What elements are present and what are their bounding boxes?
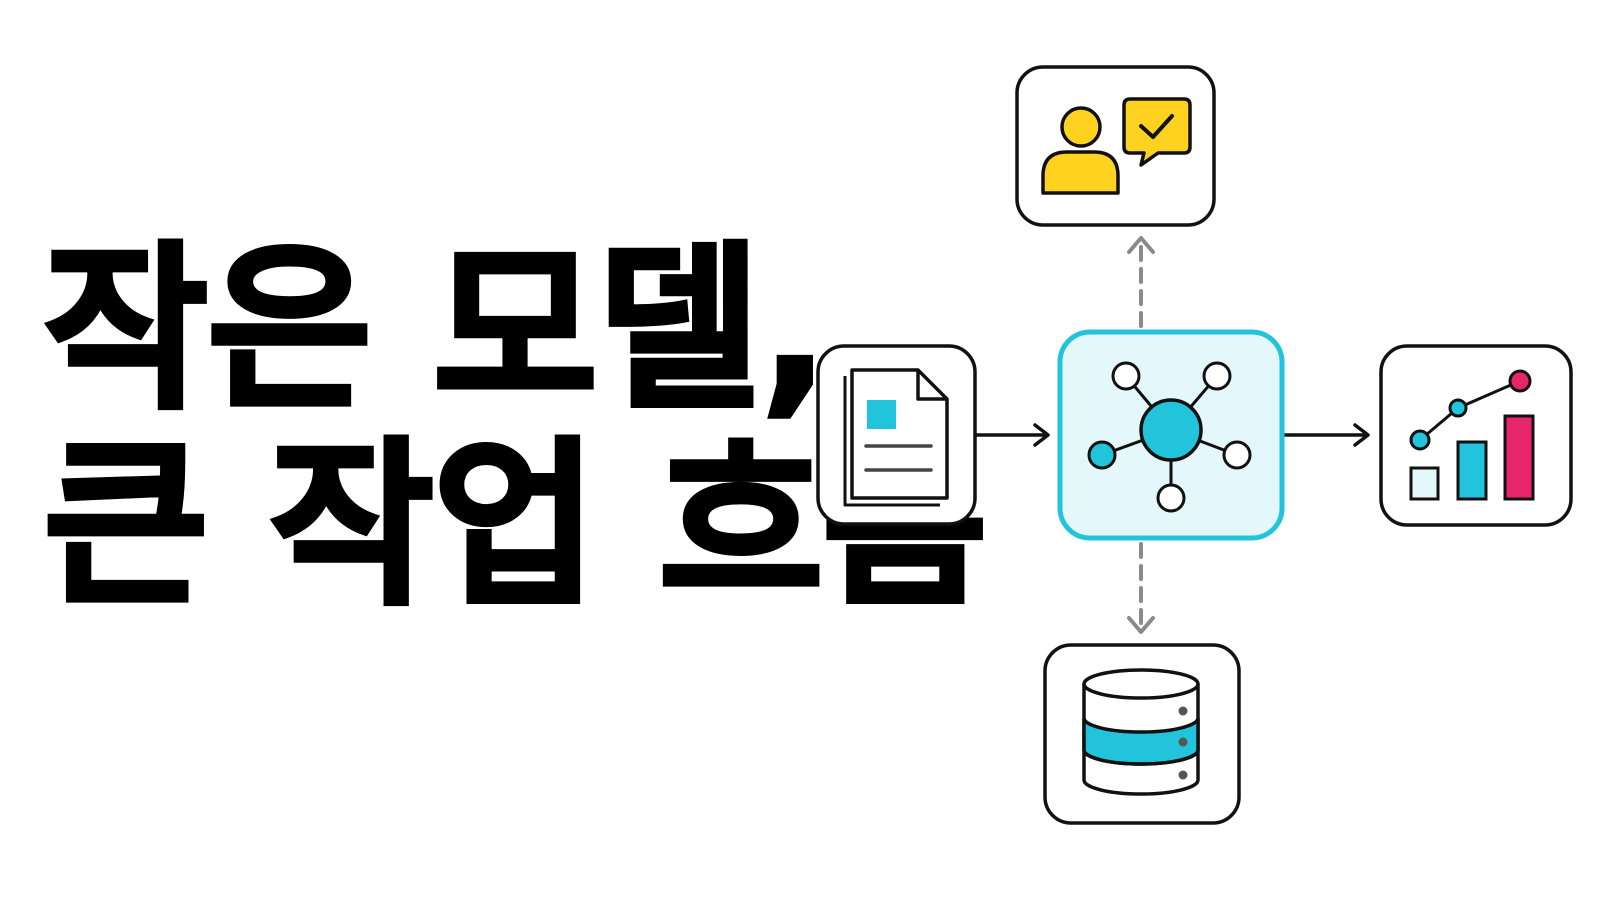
headline-line-1: 작은 모델, <box>42 226 832 433</box>
connector-hub-to-output <box>1280 423 1370 447</box>
chart-icon <box>1409 369 1535 501</box>
connector-input-to-hub <box>973 423 1050 447</box>
user-approval-icon <box>1041 97 1192 195</box>
hub-node <box>1057 329 1285 541</box>
bottom-node <box>1043 643 1241 825</box>
top-node <box>1015 65 1216 227</box>
document-icon <box>843 368 949 507</box>
input-node <box>816 344 977 526</box>
database-icon <box>1082 668 1200 796</box>
connector-hub-to-bottom <box>1127 542 1155 634</box>
connector-hub-to-top <box>1127 236 1155 328</box>
network-hub-icon <box>1087 361 1252 513</box>
output-node <box>1379 344 1573 527</box>
